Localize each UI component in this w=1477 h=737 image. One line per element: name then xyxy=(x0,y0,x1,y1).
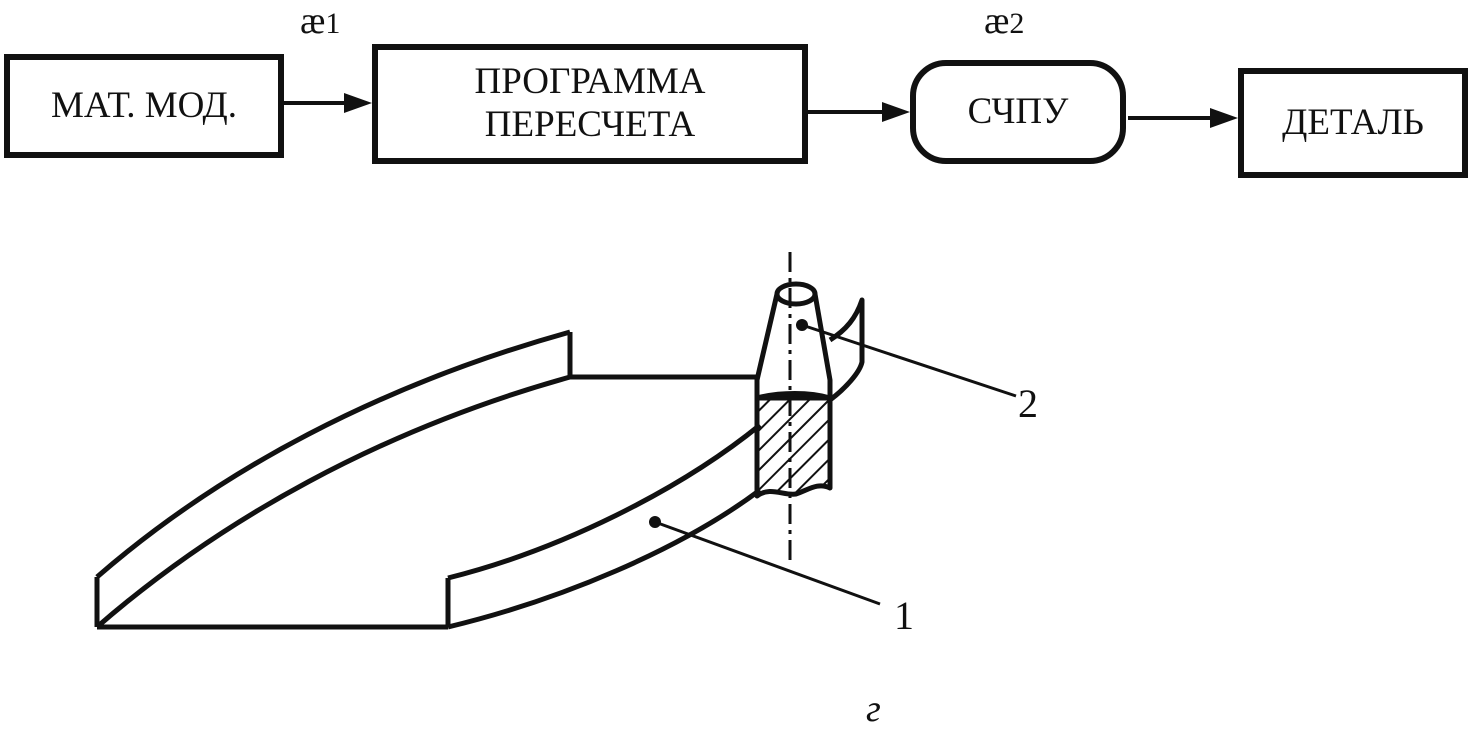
leader-dot-1 xyxy=(649,516,661,528)
ae2-label: æ2 xyxy=(984,2,1024,40)
leaders xyxy=(654,323,1017,606)
arrow-3-head xyxy=(1210,108,1238,128)
callout-label-2: 2 xyxy=(1018,381,1038,426)
cutting-tool xyxy=(754,281,833,499)
recalc-program-box: ПРОГРАММА ПЕРЕСЧЕТА xyxy=(372,44,808,164)
ae1-symbol: æ xyxy=(300,0,326,42)
callout-label-1: 1 xyxy=(894,593,914,638)
arrow-2-head xyxy=(882,102,910,122)
flow-arrows xyxy=(284,93,1238,128)
part-box: ДЕТАЛЬ xyxy=(1238,68,1468,178)
recalc-program-line1: ПРОГРАММА xyxy=(474,61,706,103)
tool-hatched-part xyxy=(754,395,833,499)
cnc-label: СЧПУ xyxy=(967,90,1069,132)
leader-dot-2 xyxy=(796,319,808,331)
part-label: ДЕТАЛЬ xyxy=(1282,101,1424,143)
tool-cone xyxy=(754,291,833,401)
math-model-label: МАТ. МОД. xyxy=(50,84,238,126)
math-model-box: МАТ. МОД. xyxy=(4,54,284,158)
ae1-label: æ1 xyxy=(300,2,340,40)
arrow-1-head xyxy=(344,93,372,113)
ae1-index: 1 xyxy=(325,7,341,40)
figure-caption: г xyxy=(866,688,881,730)
recalc-program-line2: ПЕРЕСЧЕТА xyxy=(484,104,696,145)
ae2-symbol: æ xyxy=(984,0,1010,42)
workpiece xyxy=(94,297,865,630)
cnc-box: СЧПУ xyxy=(910,60,1126,164)
ae2-index: 2 xyxy=(1009,7,1025,40)
tool-top xyxy=(774,281,818,307)
